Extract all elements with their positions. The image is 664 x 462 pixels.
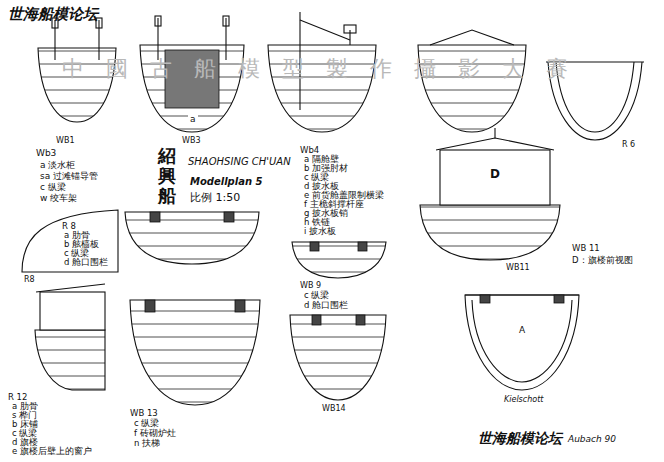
part-label: c 纵梁 (134, 419, 159, 429)
part-label: Wb3 (36, 148, 56, 158)
part-label: Kielschott (504, 395, 543, 404)
part-label: i 披水板 (304, 227, 336, 237)
part-label: d 舱口围栏 (64, 258, 108, 268)
part-label: a 淡水柜 (40, 160, 75, 170)
part-label: R 6 (622, 140, 635, 149)
part-label: WB11 (506, 263, 530, 272)
part-label: a (188, 114, 198, 124)
part-label: SHAOHSING CH'UAN (188, 156, 291, 168)
part-label: n 扶梯 (134, 439, 160, 449)
part-label: A (517, 325, 527, 335)
title: 紹興船 (158, 146, 176, 205)
part-label: WB 13 (130, 409, 158, 419)
part-label: w 绞车架 (40, 193, 77, 203)
part-label: sa 过滩锚导管 (40, 171, 98, 181)
part-label: 世海船模论坛 (478, 430, 562, 446)
part-label: 世海船模论坛 (8, 6, 98, 23)
part-label: R8 (24, 275, 35, 284)
part-label: d 舱口围栏 (304, 301, 348, 311)
part-label: 中國古船模型製作攝影大賽 (62, 56, 590, 81)
part-label: c 纵梁 (40, 182, 66, 192)
part-label: WB 11 (572, 244, 600, 254)
part-label: c 纵梁 (304, 291, 329, 301)
part-label: WB1 (56, 136, 75, 145)
part-label: WB14 (322, 404, 346, 413)
part-label: e 旗楼后壁上的窗户 (12, 447, 92, 457)
part-label: Aubach 90 (568, 434, 616, 444)
part-label: 比例 1:50 (190, 192, 240, 205)
part-label: D (490, 168, 500, 182)
part-label: f 砖砌炉灶 (134, 429, 176, 439)
part-label: Modellplan 5 (190, 176, 263, 188)
part-label: WB3 (182, 136, 201, 145)
part-label: D：旗楼前视图 (572, 256, 633, 266)
part-label: WB 9 (300, 281, 321, 290)
